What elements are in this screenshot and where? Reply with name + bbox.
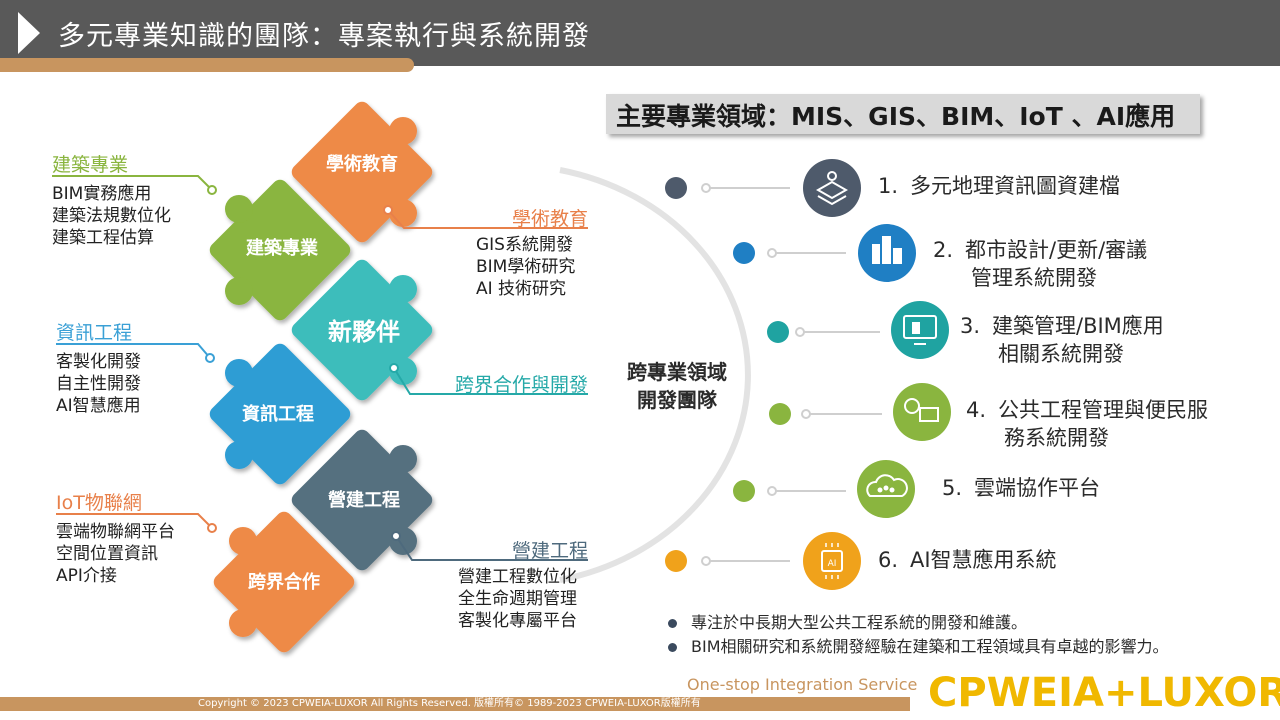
field-label: 都市設計/更新/審議 xyxy=(965,238,1148,262)
list-item: 全生命週期管理 xyxy=(458,589,577,609)
gears-screen-icon xyxy=(893,383,951,441)
list-item: 自主性開發 xyxy=(56,374,141,394)
field-item-3: 3. 建築管理/BIM應用 相關系統開發 xyxy=(960,312,1164,368)
bullet-item: 專注於中長期大型公共工程系統的開發和維護。 xyxy=(668,611,1169,635)
field-number: 2. xyxy=(933,238,954,262)
semicircle-arc xyxy=(559,167,751,583)
list-item: AI智慧應用 xyxy=(56,396,141,416)
center-label-line: 跨專業領域 xyxy=(627,360,727,384)
puzzle-piece-crossover xyxy=(213,511,355,653)
puzzle-piece-architecture xyxy=(209,179,351,321)
right-group-crossover: 跨界合作與開發 xyxy=(420,370,588,397)
field-label: AI智慧應用系統 xyxy=(910,548,1057,572)
field-item-5: 5. 雲端協作平台 xyxy=(942,474,1100,502)
left-group-title: 建築專業 xyxy=(52,154,129,176)
bullet-list: 專注於中長期大型公共工程系統的開發和維護。 BIM相關研究和系統開發經驗在建築和… xyxy=(668,611,1169,659)
list-item: BIM學術研究 xyxy=(476,257,576,277)
accent-bar xyxy=(0,58,414,72)
list-item: BIM實務應用 xyxy=(52,184,152,204)
field-number: 4. xyxy=(966,398,987,422)
field-label: 建築管理/BIM應用 xyxy=(992,314,1164,338)
right-group-academic: 學術教育 xyxy=(440,204,588,231)
field-number: 1. xyxy=(878,174,899,198)
puzzle-label-partner: 新夥伴 xyxy=(328,318,400,346)
puzzle-label-construction: 營建工程 xyxy=(328,489,400,511)
right-group-title: 跨界合作與開發 xyxy=(454,374,588,396)
ai-chip-icon: AI xyxy=(803,532,861,590)
list-item: AI 技術研究 xyxy=(476,279,567,299)
right-group-title: 學術教育 xyxy=(511,208,588,230)
city-buildings-icon xyxy=(858,224,916,282)
left-group-title: 資訊工程 xyxy=(56,322,133,344)
left-group-it: 資訊工程 客製化開發 自主性開發 AI智慧應用 xyxy=(56,318,141,417)
field-label: 公共工程管理與便民服 xyxy=(998,398,1208,422)
connector-lines xyxy=(52,175,588,561)
right-group-title: 營建工程 xyxy=(511,540,588,562)
bullet-item: BIM相關研究和系統開發經驗在建築和工程領域具有卓越的影響力。 xyxy=(668,635,1169,659)
list-item: 客製化專屬平台 xyxy=(458,611,577,631)
right-group-academic-items: GIS系統開發 BIM學術研究 AI 技術研究 xyxy=(476,234,575,300)
list-item: API介接 xyxy=(56,566,117,586)
section-heading: 主要專業領域：MIS、GIS、BIM、IoT 、AI應用 xyxy=(616,102,1176,131)
field-number: 3. xyxy=(960,314,981,338)
field-item-6: 6. AI智慧應用系統 xyxy=(878,546,1057,574)
list-item: 空間位置資訊 xyxy=(56,544,158,564)
right-group-construction-items: 營建工程數位化 全生命週期管理 客製化專屬平台 xyxy=(458,566,577,632)
title-bar: 多元專業知識的團隊：專案執行與系統開發 xyxy=(0,0,1280,66)
tagline: One-stop Integration Service xyxy=(687,675,918,694)
right-group-construction: 營建工程 xyxy=(440,536,588,563)
field-label: 多元地理資訊圖資建檔 xyxy=(910,174,1120,198)
field-number: 6. xyxy=(878,548,899,572)
list-item: 建築工程估算 xyxy=(52,228,154,248)
field-label-line2: 相關系統開發 xyxy=(998,342,1124,366)
arc-nodes xyxy=(665,177,882,572)
list-item: GIS系統開發 xyxy=(476,235,573,255)
puzzle-piece-academic xyxy=(291,101,433,243)
puzzle-label-academic: 學術教育 xyxy=(326,153,398,175)
center-label: 跨專業領域 開發團隊 xyxy=(612,358,742,414)
left-group-title: IoT物聯網 xyxy=(56,492,142,514)
list-item: 雲端物聯網平台 xyxy=(56,522,175,542)
list-item: 客製化開發 xyxy=(56,352,141,372)
bullet-dot-icon xyxy=(668,619,677,628)
building-monitor-icon xyxy=(891,301,949,359)
copyright-text: Copyright © 2023 CPWEIA-LUXOR All Rights… xyxy=(198,698,701,709)
chevron-right-icon xyxy=(18,12,40,54)
puzzle-label-it: 資訊工程 xyxy=(242,403,314,425)
puzzle-piece-it xyxy=(209,343,351,485)
field-label-line2: 務系統開發 xyxy=(1004,426,1109,450)
center-label-line: 開發團隊 xyxy=(637,388,717,412)
puzzle-label-crossover: 跨界合作 xyxy=(248,571,320,593)
field-label: 雲端協作平台 xyxy=(974,476,1100,500)
list-item: 建築法規數位化 xyxy=(52,206,171,226)
footer-bar xyxy=(0,697,910,711)
field-item-1: 1. 多元地理資訊圖資建檔 xyxy=(878,172,1120,200)
section-heading-box: 主要專業領域：MIS、GIS、BIM、IoT 、AI應用 xyxy=(606,94,1200,134)
page-title: 多元專業知識的團隊：專案執行與系統開發 xyxy=(58,21,590,52)
list-item: 營建工程數位化 xyxy=(458,567,577,587)
layers-map-icon xyxy=(803,159,861,217)
left-group-architecture: 建築專業 BIM實務應用 建築法規數位化 建築工程估算 xyxy=(52,150,171,249)
bullet-dot-icon xyxy=(668,643,677,652)
left-group-iot: IoT物聯網 雲端物聯網平台 空間位置資訊 API介接 xyxy=(56,488,175,587)
field-item-4: 4. 公共工程管理與便民服 務系統開發 xyxy=(966,396,1208,452)
cloud-team-icon xyxy=(857,460,915,518)
brand-logo: CPWEIA+LUXOR xyxy=(928,670,1280,716)
svg-text:AI: AI xyxy=(828,559,837,569)
field-label-line2: 管理系統開發 xyxy=(971,266,1097,290)
field-number: 5. xyxy=(942,476,963,500)
puzzle-label-architecture: 建築專業 xyxy=(246,237,319,259)
field-item-2: 2. 都市設計/更新/審議 管理系統開發 xyxy=(933,236,1147,292)
